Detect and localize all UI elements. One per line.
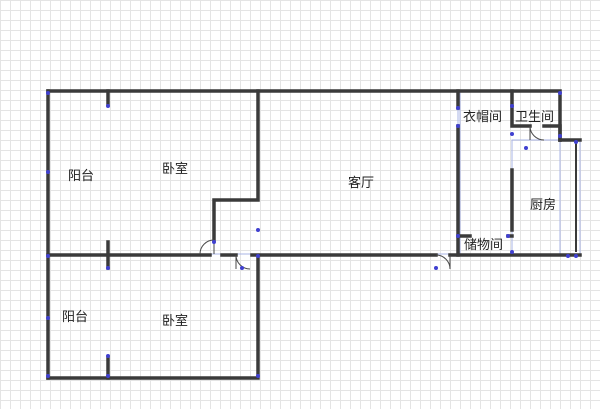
vertex-nodes [46, 91, 578, 378]
room-label-balcony-bottom: 阳台 [62, 310, 89, 325]
room-label-kitchen: 厨房 [530, 198, 557, 213]
room-label-living-room: 客厅 [348, 176, 375, 191]
room-label-bedroom-top: 卧室 [162, 162, 189, 177]
room-label-balcony-top: 阳台 [68, 169, 95, 184]
room-label-cloakroom: 衣帽间 [463, 110, 503, 125]
room-label-bedroom-bottom: 卧室 [162, 314, 189, 329]
guide-frame [47, 91, 461, 255]
door-swings [199, 125, 545, 270]
room-label-bathroom: 卫生间 [515, 110, 555, 125]
room-label-storage-room: 储物间 [464, 238, 504, 253]
interior-walls [46, 89, 582, 380]
